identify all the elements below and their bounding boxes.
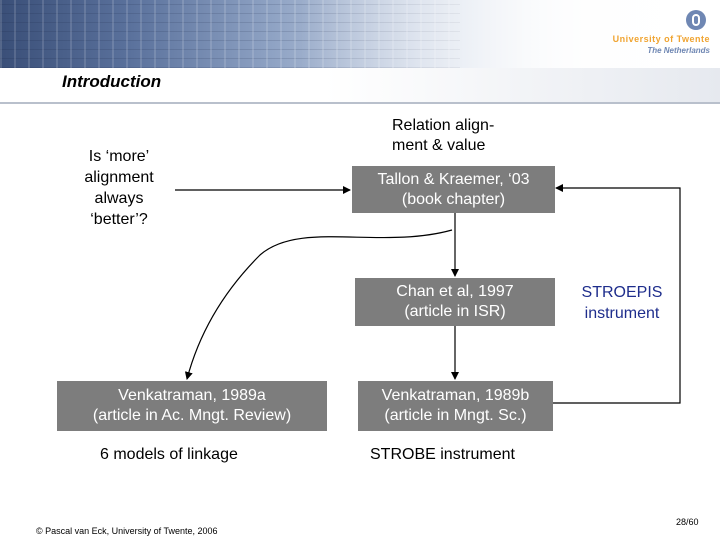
- venkatraman-b-box: Venkatraman, 1989b (article in Mngt. Sc.…: [358, 381, 553, 431]
- arrow-venkb-to-tallon: [551, 184, 681, 404]
- university-country: The Netherlands: [647, 46, 710, 55]
- tallon-box-text: Tallon & Kraemer, ‘03 (book chapter): [377, 170, 530, 208]
- models-caption: 6 models of linkage: [100, 446, 238, 463]
- chan-box-text: Chan et al, 1997 (article in ISR): [396, 283, 514, 320]
- university-logo-icon: [686, 10, 706, 30]
- question-text: Is ‘more’ alignment always ‘better’?: [84, 148, 154, 228]
- arrow-tallon-to-venka: [184, 229, 453, 380]
- header-banner: [0, 0, 720, 68]
- venkatraman-a-box: Venkatraman, 1989a (article in Ac. Mngt.…: [57, 381, 327, 431]
- title-bar: [0, 68, 720, 104]
- university-name: University of Twente: [612, 34, 710, 44]
- venkatraman-a-box-text: Venkatraman, 1989a (article in Ac. Mngt.…: [92, 387, 292, 424]
- venkatraman-b-box-text: Venkatraman, 1989b (article in Mngt. Sc.…: [381, 387, 530, 424]
- stroepis-label: STROEPIS instrument: [581, 284, 663, 322]
- slide-title: Introduction: [62, 72, 162, 91]
- copyright-notice: © Pascal van Eck, University of Twente, …: [36, 526, 218, 536]
- strobe-caption: STROBE instrument: [370, 446, 515, 463]
- tallon-box: Tallon & Kraemer, ‘03 (book chapter): [352, 166, 555, 213]
- relation-label: Relation align- ment & value: [392, 117, 495, 154]
- page-number: 28/60: [676, 517, 699, 527]
- chan-box: Chan et al, 1997 (article in ISR): [355, 278, 555, 326]
